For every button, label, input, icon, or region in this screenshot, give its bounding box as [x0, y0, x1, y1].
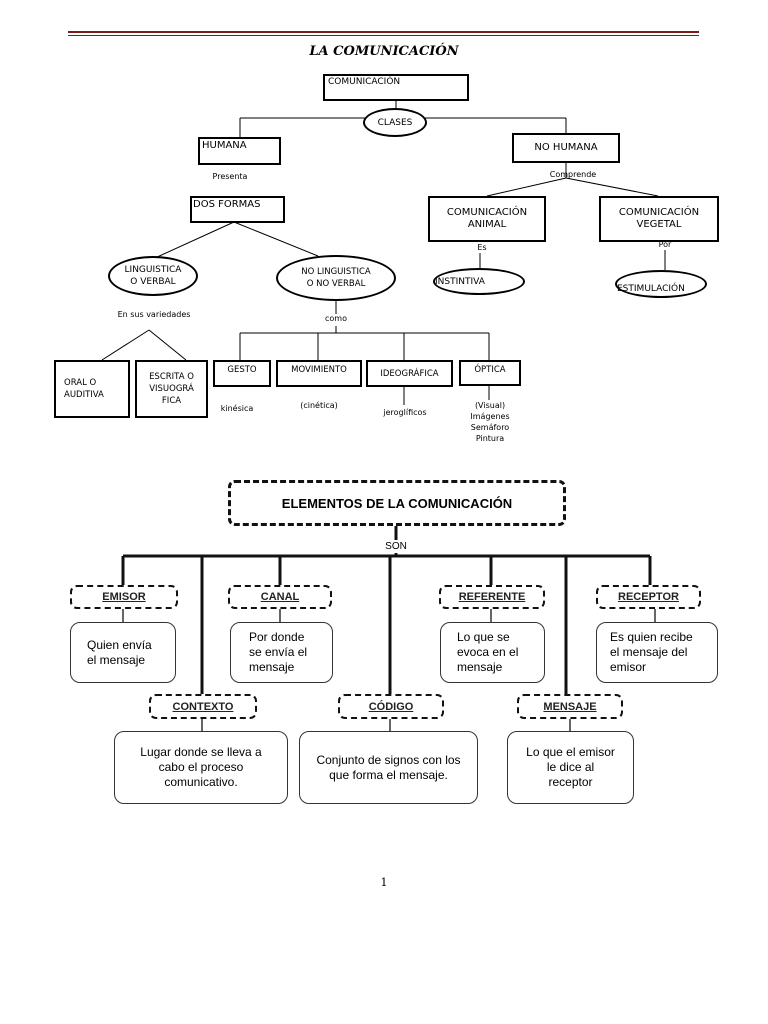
visual-line: Imágenes	[470, 412, 510, 421]
codigo-label: CÓDIGO	[368, 700, 414, 713]
codigo-desc: Conjunto de signos con los que forma el …	[316, 752, 461, 782]
referente-desc-box: Lo que se evoca en el mensaje	[440, 622, 545, 683]
presenta-label: Presenta	[212, 172, 248, 181]
emisor-label: EMISOR	[102, 591, 146, 603]
mensaje-box: MENSAJE	[517, 694, 623, 719]
por-label: Por	[658, 240, 672, 249]
como-label: como	[325, 314, 347, 323]
clases-label: CLASES	[377, 117, 413, 128]
com-animal-box: COMUNICACIÓN ANIMAL	[428, 196, 546, 242]
canal-box: CANAL	[228, 585, 332, 609]
com-animal-label: COMUNICACIÓN ANIMAL	[446, 207, 528, 230]
canal-desc: Por donde se envía el mensaje	[249, 630, 308, 674]
visual-line: Pintura	[475, 434, 505, 443]
header-rule	[68, 31, 699, 33]
linguistica-label: LINGUISTICA O VERBAL	[124, 265, 182, 287]
estimulacion-oval: ESTIMULACIÓN	[615, 270, 707, 298]
movimiento-label: MOVIMIENTO	[291, 365, 347, 375]
no-humana-label: NO HUMANA	[534, 142, 598, 153]
contexto-desc: Lugar donde se lleva a cabo el proceso c…	[140, 745, 262, 789]
visual-line: (Visual)	[474, 401, 506, 410]
comprende-label: Comprende	[549, 170, 597, 179]
com-vegetal-box: COMUNICACIÓN VEGETAL	[599, 196, 719, 242]
dos-formas-box: DOS FORMAS	[190, 196, 285, 223]
referente-desc: Lo que se evoca en el mensaje	[457, 630, 519, 674]
linguistica-oval: LINGUISTICA O VERBAL	[108, 256, 198, 296]
oral-label: ORAL O AUDITIVA	[64, 378, 104, 400]
oral-box: ORAL O AUDITIVA	[54, 360, 130, 418]
page-title: LA COMUNICACIÓN	[309, 44, 459, 59]
comunicacion-label: COMUNICACIÓN	[328, 77, 401, 87]
referente-box: REFERENTE	[439, 585, 545, 609]
emisor-desc: Quien envía el mensaje	[87, 637, 152, 667]
gesto-box: GESTO	[213, 360, 271, 387]
son-label: SON	[385, 541, 407, 552]
optica-label: ÓPTICA	[474, 365, 506, 375]
receptor-desc-box: Es quien recibe el mensaje del emisor	[596, 622, 718, 683]
estimulacion-label: ESTIMULACIÓN	[617, 284, 685, 294]
receptor-box: RECEPTOR	[596, 585, 701, 609]
mensaje-desc-box: Lo que el emisor le dice al receptor	[507, 731, 634, 804]
elementos-title: ELEMENTOS DE LA COMUNICACIÓN	[281, 495, 513, 511]
referente-label: REFERENTE	[458, 591, 526, 603]
gesto-label: GESTO	[227, 365, 257, 375]
ideografica-label: IDEOGRÁFICA	[380, 368, 439, 379]
kinesica-label: kinésica	[220, 404, 254, 413]
codigo-box: CÓDIGO	[338, 694, 444, 719]
receptor-label: RECEPTOR	[618, 591, 679, 603]
contexto-desc-box: Lugar donde se lleva a cabo el proceso c…	[114, 731, 288, 804]
emisor-desc-box: Quien envía el mensaje	[70, 622, 176, 683]
mensaje-label: MENSAJE	[543, 700, 597, 713]
comunicacion-box: COMUNICACIÓN	[323, 74, 469, 101]
movimiento-box: MOVIMIENTO	[276, 360, 362, 387]
emisor-box: EMISOR	[70, 585, 178, 609]
codigo-desc-box: Conjunto de signos con los que forma el …	[299, 731, 478, 804]
jeroglificos-label: jeroglíficos	[383, 408, 427, 417]
cinetica-label: (cinética)	[300, 401, 338, 410]
visual-line: Semáforo	[470, 423, 510, 432]
no-linguistica-oval: NO LINGUISTICA O NO VERBAL	[276, 255, 396, 301]
header-rule-thin	[68, 35, 699, 36]
visual-list: (Visual) Imágenes Semáforo Pintura	[459, 400, 521, 444]
canal-desc-box: Por donde se envía el mensaje	[230, 622, 333, 683]
no-humana-box: NO HUMANA	[512, 133, 620, 163]
dos-formas-label: DOS FORMAS	[193, 199, 261, 210]
instintiva-label: INSTINTIVA	[435, 276, 485, 287]
contexto-box: CONTEXTO	[149, 694, 257, 719]
escrita-box: ESCRITA O VISUOGRÁ FICA	[135, 360, 208, 418]
no-linguistica-label: NO LINGUISTICA O NO VERBAL	[301, 267, 371, 289]
en-sus-variedades-label: En sus variedades	[117, 310, 191, 319]
clases-oval: CLASES	[363, 108, 427, 137]
page-number: 1	[380, 876, 388, 889]
elementos-title-box: ELEMENTOS DE LA COMUNICACIÓN	[228, 480, 566, 526]
contexto-label: CONTEXTO	[172, 700, 234, 713]
receptor-desc: Es quien recibe el mensaje del emisor	[610, 630, 693, 674]
canal-label: CANAL	[260, 591, 300, 603]
instintiva-oval: INSTINTIVA	[433, 268, 525, 295]
escrita-label: ESCRITA O VISUOGRÁ FICA	[149, 372, 194, 406]
humana-label: HUMANA	[202, 140, 247, 151]
mensaje-desc: Lo que el emisor le dice al receptor	[526, 745, 615, 789]
optica-box: ÓPTICA	[459, 360, 521, 386]
es-label: Es	[477, 243, 487, 252]
humana-box: HUMANA	[198, 137, 281, 165]
ideografica-box: IDEOGRÁFICA	[366, 360, 453, 387]
com-vegetal-label: COMUNICACIÓN VEGETAL	[618, 207, 700, 230]
